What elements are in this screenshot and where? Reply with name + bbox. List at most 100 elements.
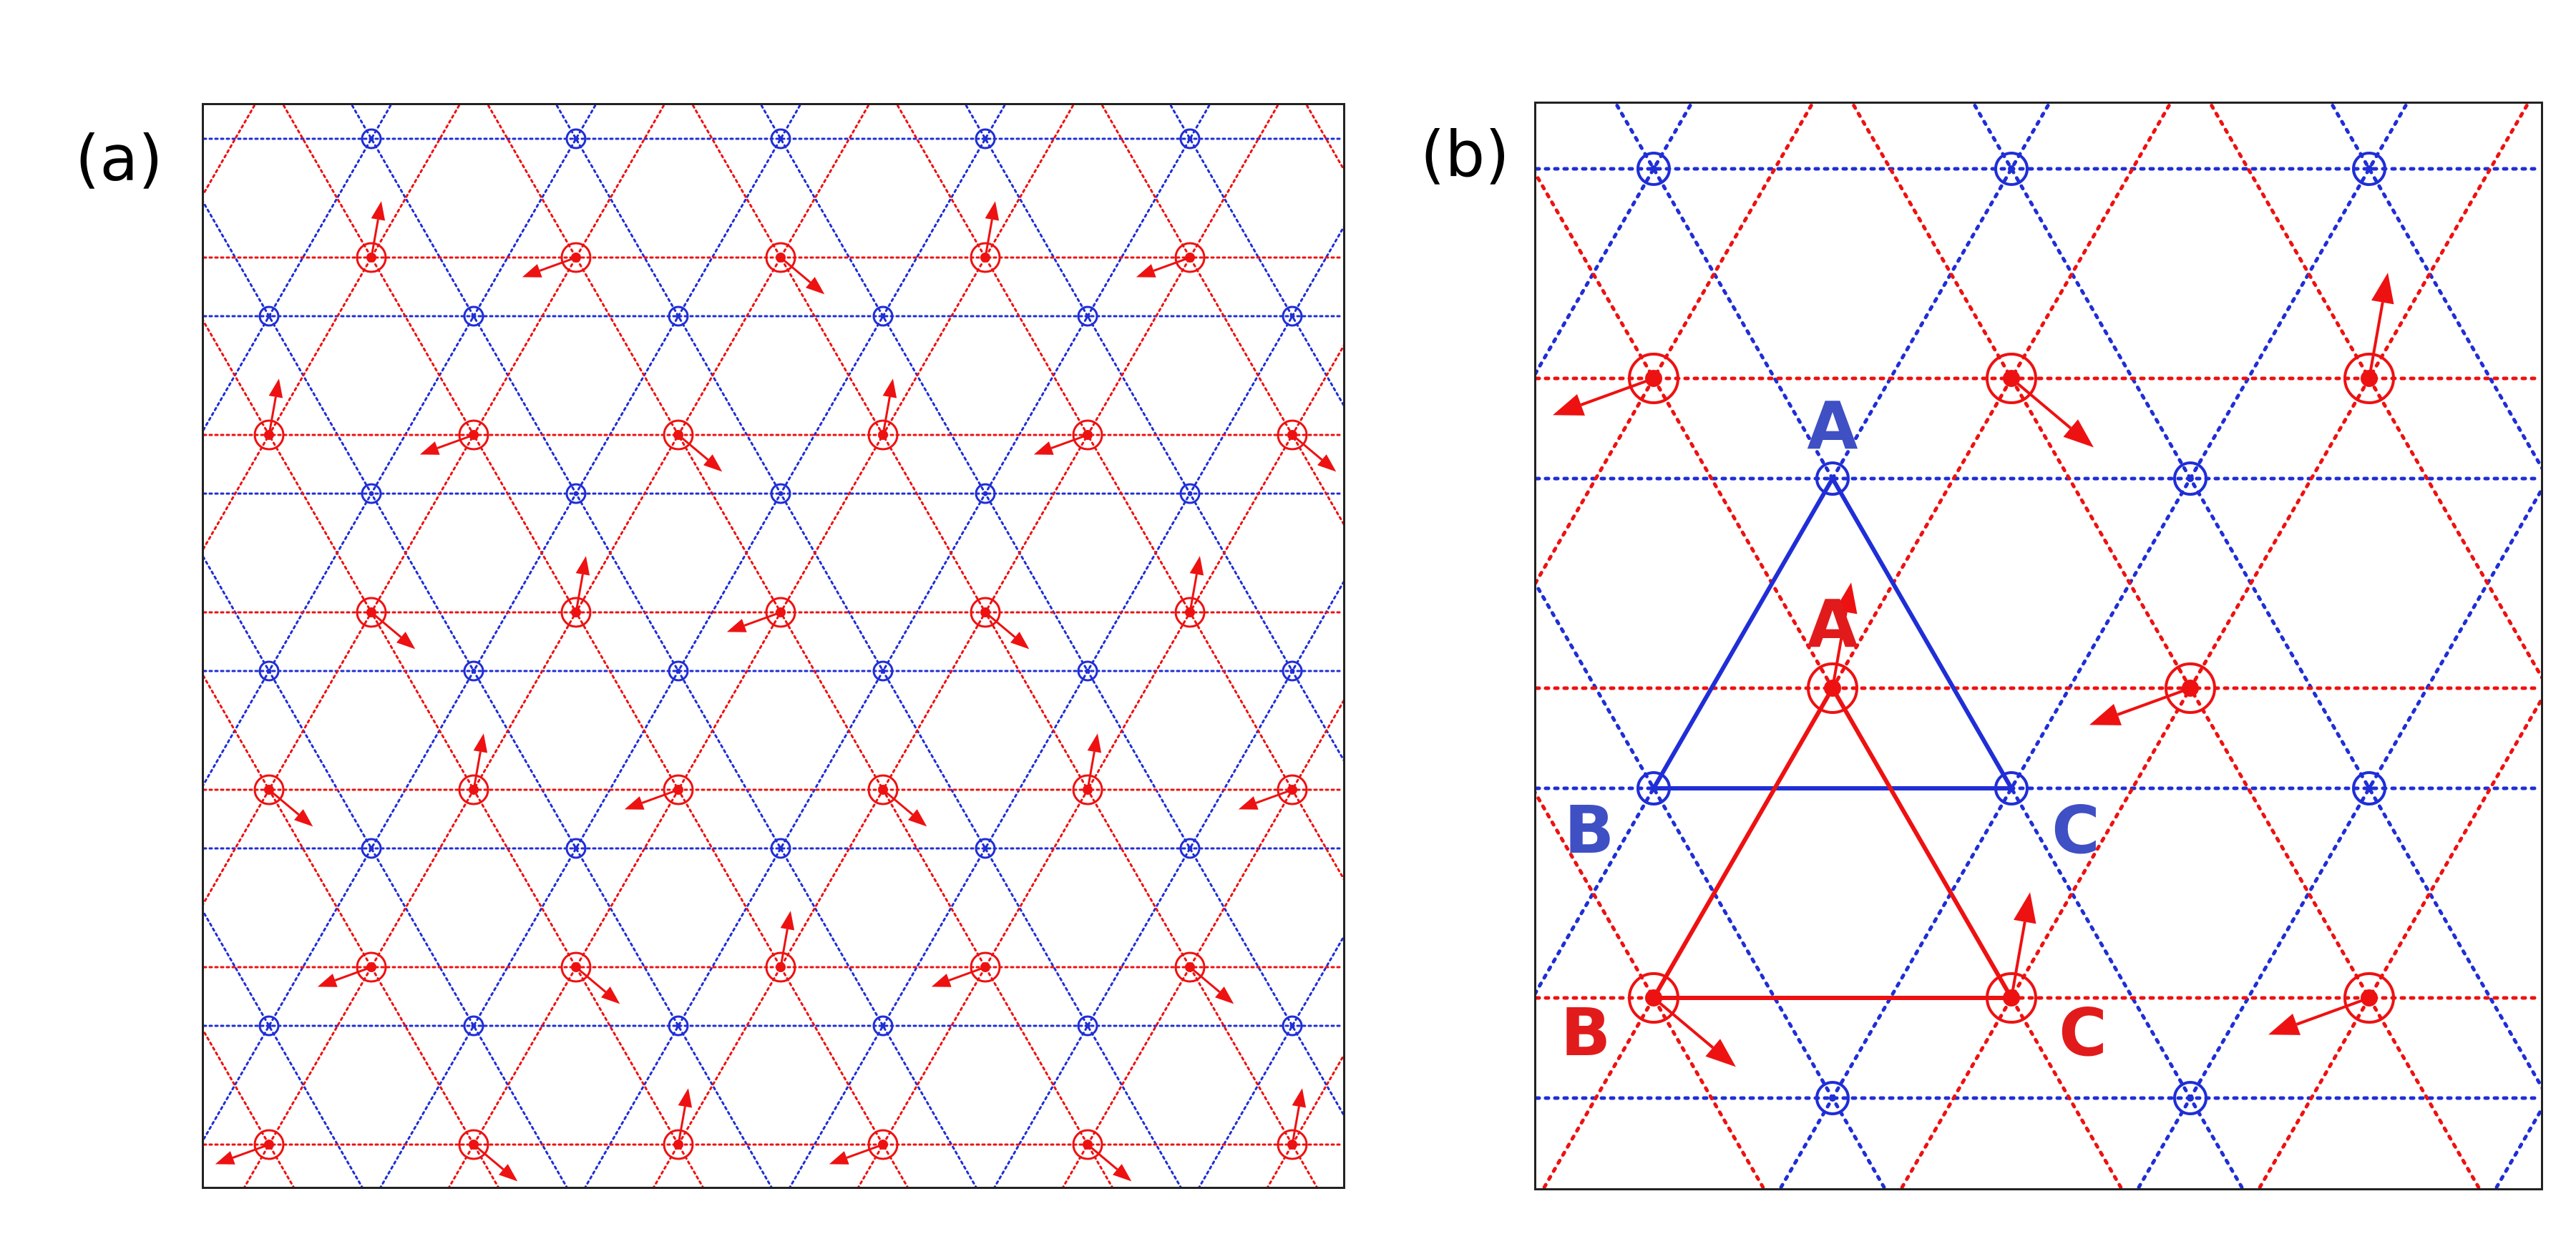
blue-site-dot [1187,136,1193,142]
blue-site-dot [2187,475,2194,482]
red-site-ring [1072,1129,1103,1160]
spin-arrow-shaft [1087,1143,1118,1170]
spin-arrow-shaft [232,1143,270,1159]
red-site-ring [970,242,1001,273]
blue-site-ring [975,128,996,150]
red-lattice-diagonal-line [1305,105,1343,171]
spin-arrow-head [1215,986,1234,1004]
blue-site-ring [770,838,791,859]
blue-lattice-diagonal-line [584,105,1211,1187]
red-site-ring [867,419,899,451]
blue-site-ring [770,128,791,150]
blue-site-dot [778,136,784,142]
red-site-ring [2165,662,2216,714]
red-site-ring [1174,951,1206,983]
spin-arrow-shaft [1153,256,1191,272]
spin-arrow-shaft [1292,434,1323,461]
spin-arrow-head [601,986,620,1004]
blue-site-dot [2366,165,2373,172]
spin-arrow-shaft [2010,921,2026,999]
red-site-ring [970,951,1001,983]
red-lattice-diagonal-line [1101,105,1343,526]
spin-arrow-head [1136,264,1156,278]
spin-arrow-head [882,378,897,398]
blue-site-dot [675,313,681,319]
spin-arrow-shaft [371,611,402,638]
blue-site-dot [369,136,374,142]
blue-site-ring [668,1015,689,1037]
blue-site-ring [668,660,689,682]
blue-site-dot [1289,1023,1295,1029]
red-lattice-diagonal-line [448,105,1075,1187]
spin-arrow-shaft [985,611,1016,638]
red-site-ring [253,419,285,451]
blue-site-ring [361,838,382,859]
red-site-ring [1986,353,2037,404]
blue-site-dot [1289,313,1295,319]
blue-lattice-diagonal-line [1971,104,2541,1089]
spin-arrow-head [829,1151,849,1165]
red-lattice-diagonal-line [857,344,1343,1187]
blue-site-ring [463,1015,484,1037]
red-site-ring [253,774,285,805]
red-site-ring [2343,972,2395,1024]
spin-arrow-head [317,974,338,987]
red-site-ring [1072,419,1103,451]
blue-triangle [1652,476,2014,790]
red-site-ring [663,774,694,805]
blue-lattice-diagonal-line [204,556,568,1187]
blue-site-ring [1077,305,1098,327]
spin-arrow-head [703,454,723,472]
blue-site-ring [1282,305,1303,327]
spin-arrow-shaft [1189,966,1221,993]
spin-arrow-shaft [743,611,781,627]
red-site-ring [1277,774,1308,805]
blue-lattice-diagonal-line [1198,935,1343,1187]
spin-arrow-head [215,1151,235,1165]
spin-arrow-shaft [2010,377,2072,429]
red-lattice-diagonal-line [1536,104,1815,586]
red-site-ring [458,419,489,451]
spin-arrow-shaft [641,788,679,804]
blue-lattice-diagonal-line [965,105,1343,762]
spin-arrow-shaft [1831,612,1848,689]
blue-label-a: A [1807,388,1858,464]
spin-arrow-head [806,277,825,295]
spin-arrow-shaft [268,788,300,816]
spin-arrow-head [2268,1013,2301,1035]
red-site-ring [560,242,592,273]
spin-arrow-head [624,796,645,810]
spin-arrow-shaft [334,966,372,981]
blue-site-dot [369,846,374,851]
blue-lattice-diagonal-line [1169,105,1343,407]
red-lattice-diagonal-line [896,105,1343,881]
spin-arrow-head [1238,796,1259,810]
red-site-ring [1174,242,1206,273]
blue-site-dot [880,313,886,319]
blue-site-dot [266,668,272,674]
blue-site-ring [565,483,587,504]
red-triangle [1652,686,2014,1000]
blue-site-dot [982,136,988,142]
blue-site-dot [573,136,579,142]
red-site-ring [663,419,694,451]
blue-site-ring [975,838,996,859]
red-site-ring [765,242,796,273]
red-site-ring [458,1129,489,1160]
blue-lattice-diagonal-line [351,105,977,1187]
blue-lattice-diagonal-line [204,105,392,431]
spin-arrow-head [419,441,440,455]
blue-site-dot [573,491,579,496]
red-lattice-diagonal-line [204,105,665,905]
blue-site-dot [880,668,886,674]
spin-arrow-shaft [268,396,277,436]
blue-site-dot [266,1023,272,1029]
blue-site-dot [1085,668,1091,674]
blue-lattice-diagonal-line [1536,104,2051,996]
blue-site-ring [1636,152,1671,186]
red-lattice-diagonal-line [243,105,870,1187]
spin-arrow-shaft [678,434,709,461]
red-site-ring [560,597,592,628]
blue-site-ring [872,660,894,682]
